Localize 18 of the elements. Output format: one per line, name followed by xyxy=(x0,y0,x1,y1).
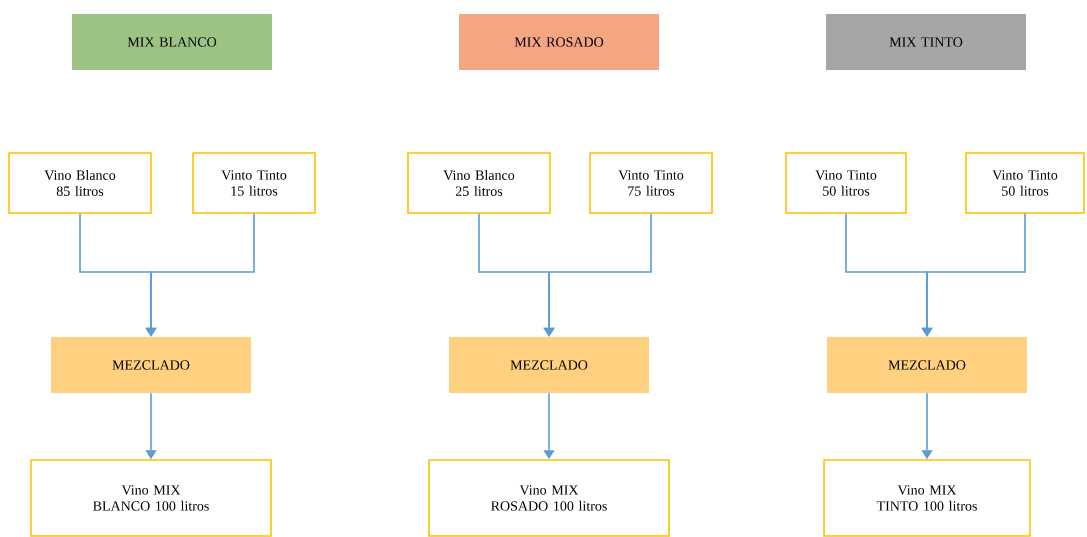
title-box: MIX TINTO xyxy=(826,14,1026,70)
arrow xyxy=(921,213,1026,337)
process-box: MEZCLADO xyxy=(827,337,1027,393)
title-box: MIX BLANCO xyxy=(72,14,272,70)
process-box: MEZCLADO xyxy=(449,337,649,393)
input-box: Vinto Tinto 75 litros xyxy=(589,152,713,214)
input-box: Vino Tinto 50 litros xyxy=(785,152,907,214)
output-box: Vino MIX TINTO 100 litros xyxy=(823,459,1031,537)
input-box: Vino Blanco 25 litros xyxy=(407,152,551,214)
input-box: Vino Blanco 85 litros xyxy=(8,152,152,214)
process-box: MEZCLADO xyxy=(51,337,251,393)
input-box: Vinto Tinto 50 litros xyxy=(965,152,1085,214)
output-box: Vino MIX BLANCO 100 litros xyxy=(30,459,272,537)
arrow xyxy=(543,213,652,337)
output-box: Vino MIX ROSADO 100 litros xyxy=(428,459,670,537)
title-box: MIX ROSADO xyxy=(459,14,659,70)
arrow xyxy=(145,213,255,337)
input-box: Vinto Tinto 15 litros xyxy=(192,152,316,214)
